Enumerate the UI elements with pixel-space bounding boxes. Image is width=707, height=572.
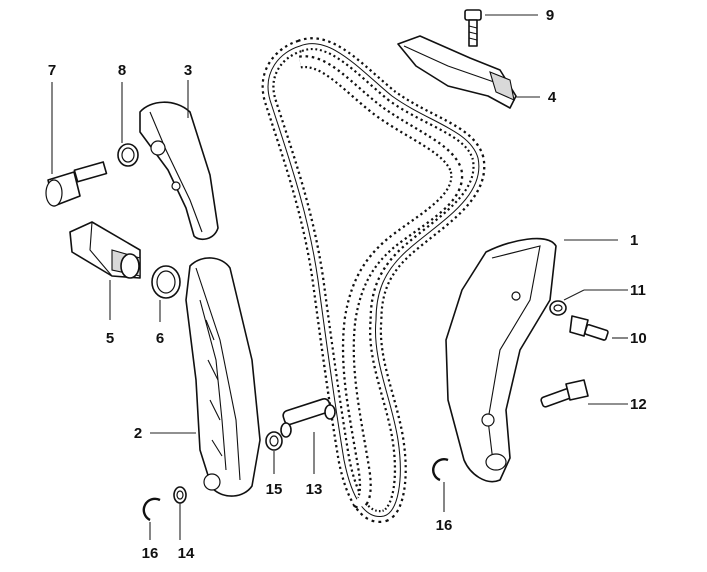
callout-16-right: 16	[436, 517, 453, 534]
callout-2: 2	[134, 425, 142, 442]
callout-7: 7	[48, 62, 56, 79]
callout-4: 4	[548, 89, 557, 106]
guide-rail-top	[397, 35, 517, 109]
seal-ring-6	[151, 265, 181, 299]
bolt-10	[569, 315, 609, 341]
circlip-16-right	[432, 458, 449, 482]
callout-8: 8	[118, 62, 126, 79]
callout-13: 13	[306, 481, 323, 498]
callout-1: 1	[630, 232, 638, 249]
seal-ring-8	[117, 143, 139, 167]
guide-rail-upper	[139, 101, 219, 241]
callout-16-left: 16	[142, 545, 159, 562]
washer-14	[173, 486, 187, 504]
callout-12: 12	[630, 396, 647, 413]
bolt-9	[464, 9, 482, 47]
callout-15: 15	[266, 481, 283, 498]
callout-5: 5	[106, 330, 114, 347]
washer-11	[549, 300, 567, 316]
screw-plug-7	[45, 161, 108, 207]
washer-15	[265, 431, 283, 451]
callout-9: 9	[546, 7, 554, 24]
callout-10: 10	[630, 330, 647, 347]
circlip-16-left	[142, 497, 161, 522]
callout-6: 6	[156, 330, 164, 347]
callout-labels: 1 2 3 4 5 6 7 8 9 10 11 12 13 14 15 16 1…	[48, 7, 647, 562]
timing-chain	[261, 37, 486, 523]
stud-12	[540, 379, 589, 408]
tensioning-rail-2	[185, 257, 261, 497]
bearing-pin-13	[280, 398, 336, 438]
guide-rail-1	[445, 237, 557, 483]
callout-14: 14	[178, 545, 195, 562]
callout-3: 3	[184, 62, 192, 79]
callout-11: 11	[630, 282, 646, 299]
chain-tensioner-5	[69, 221, 141, 279]
leader-lines	[51, 14, 628, 540]
